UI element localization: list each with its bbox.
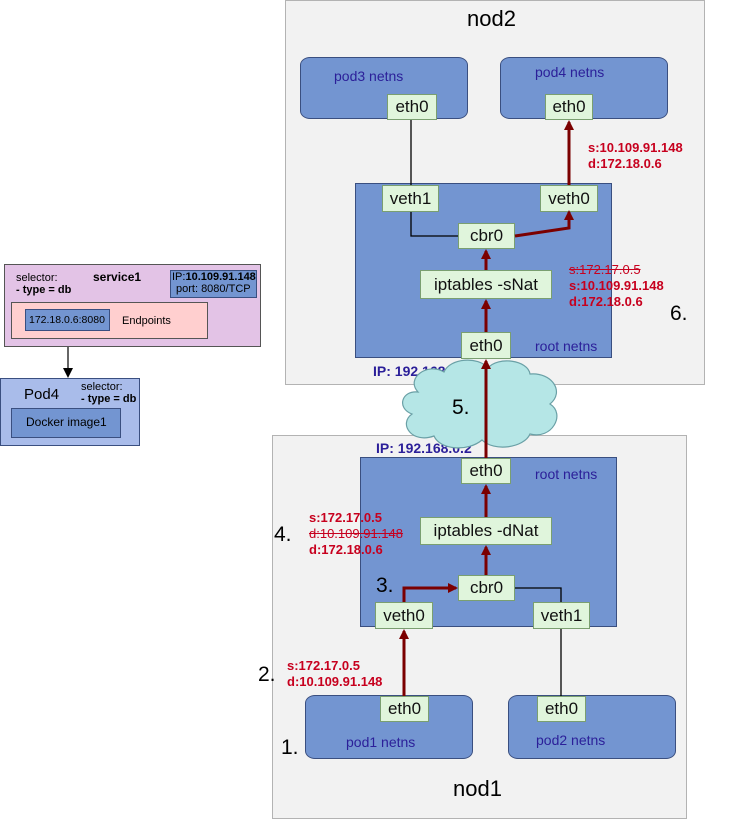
packet-step7-src: s:10.109.91.148 [588,140,683,155]
node1-root-netns-label: root netns [535,466,598,482]
packet-step4: s:172.17.0.5 d:10.109.91.148 d:172.18.0.… [309,510,403,558]
endpoint-item [25,309,110,331]
step-6: 6. [670,302,688,325]
packet-step6: s:172.17.0.5 s:10.109.91.148 d:172.18.0.… [569,262,664,310]
endpoints-label: Endpoints [122,315,171,327]
pod1-netns-label: pod1 netns [346,734,416,750]
packet-step4-src: s:172.17.0.5 [309,510,383,525]
arrow-veth0-to-cbr0 [402,583,458,602]
step-2: 2. [258,663,276,686]
node1-veth1: veth1 [533,602,590,629]
packet-step6-src-old: s:172.17.0.5 [569,262,641,277]
packet-step2: s:172.17.0.5 d:10.109.91.148 [287,658,382,690]
pod4-selector-value: - type = db [81,393,137,405]
node1-cbr0: cbr0 [458,575,515,601]
service-name: service1 [93,270,142,284]
pod2-eth0: eth0 [537,696,586,722]
arrow-cbr0-to-veth0 [514,210,574,238]
service-ip-label: IP: [172,271,186,283]
pod2-netns [508,695,676,759]
step-1: 1. [281,736,299,759]
node1-iptables: iptables -dNat [420,517,552,545]
step-3: 3. [376,574,394,597]
packet-step7-dst: d:172.18.0.6 [588,156,662,171]
packet-step6-dst: d:172.18.0.6 [569,294,643,309]
docker-image-box [11,408,121,438]
node2-veth0: veth0 [540,185,598,212]
service-ip-value: 10.109.91.148 [185,271,256,283]
node1-veth0: veth0 [375,602,433,629]
node2-eth0: eth0 [461,332,511,359]
pod1-eth0: eth0 [380,696,429,722]
pod4-selector-label: selector: [81,381,123,393]
node2-title: nod2 [467,6,516,31]
pod3-eth0: eth0 [387,94,437,120]
service-selector-label: selector: [16,272,58,284]
node2-veth1: veth1 [382,185,439,212]
packet-step4-dst-old: d:10.109.91.148 [309,526,403,541]
line-cbr0-to-veth1 [515,587,562,602]
endpoint-ip: 172.18.0.6:8080 [29,314,105,326]
line-veth1-to-cbr0 [410,212,458,237]
packet-step6-src: s:10.109.91.148 [569,278,664,293]
packet-step7: s:10.109.91.148 d:172.18.0.6 [588,140,683,172]
node2-root-netns-label: root netns [535,338,598,354]
pod4-eth0: eth0 [545,94,593,120]
docker-image-label: Docker image1 [26,415,107,429]
pod3-netns [300,57,468,119]
pod2-netns-label: pod2 netns [536,732,606,748]
service-selector-value: - type = db [16,284,72,296]
packet-step4-dst: d:172.18.0.6 [309,542,383,557]
packet-step2-src: s:172.17.0.5 [287,658,361,673]
cloud-shape [402,359,558,449]
pod4-netns-label: pod4 netns [535,64,605,80]
node2-cbr0: cbr0 [458,223,515,249]
service-port: port: 8080/TCP [176,283,251,295]
node2-iptables: iptables -sNat [420,270,552,299]
node1-eth0: eth0 [461,458,511,484]
pod4-title: Pod4 [24,386,60,403]
service-ip: IP:10.109.91.148 [172,271,256,283]
node1-title: nod1 [453,776,502,801]
service-ip-box [170,270,257,298]
packet-step2-dst: d:10.109.91.148 [287,674,383,689]
pod3-netns-label: pod3 netns [334,68,404,84]
step-5: 5. [452,396,470,419]
step-4: 4. [274,523,292,546]
